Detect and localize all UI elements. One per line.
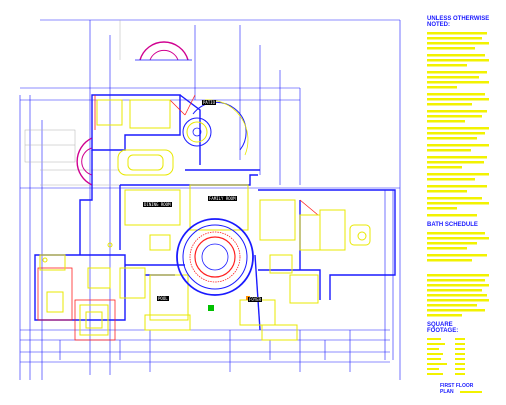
foyer-rotunda bbox=[176, 218, 254, 296]
square-footage-line2: FOOTAGE: bbox=[427, 328, 459, 334]
room-label-dining: DINING ROOM bbox=[143, 202, 172, 207]
plan-title-line1: FIRST FLOOR bbox=[440, 383, 474, 389]
bath-schedule-text bbox=[427, 232, 489, 262]
notes-heading-line1: UNLESS OTHERWISE bbox=[427, 16, 490, 22]
square-footage-line1: SQUARE bbox=[427, 322, 453, 328]
guide-lines bbox=[24, 20, 121, 186]
spiral-stair-top bbox=[135, 41, 192, 61]
plan-title-line2: PLAN bbox=[440, 389, 454, 395]
red-outlines bbox=[37, 94, 319, 341]
general-notes-text bbox=[427, 32, 489, 217]
bath-schedule-heading: BATH SCHEDULE bbox=[427, 222, 478, 228]
plan-scale-text bbox=[460, 391, 482, 393]
fixtures bbox=[39, 99, 371, 341]
room-label-pool: POOL bbox=[157, 296, 169, 301]
spiral-stair-left bbox=[76, 135, 93, 190]
room-label-patio: PATIO bbox=[202, 100, 217, 105]
room-label-family: FAMILY ROOM bbox=[208, 196, 237, 201]
material-notes-text bbox=[427, 274, 489, 317]
square-footage-table bbox=[427, 338, 465, 375]
green-marker bbox=[208, 305, 214, 311]
gazebo bbox=[182, 99, 249, 156]
room-label-foyer: FOYER bbox=[248, 297, 263, 302]
notes-heading-line2: NOTED: bbox=[427, 22, 450, 28]
